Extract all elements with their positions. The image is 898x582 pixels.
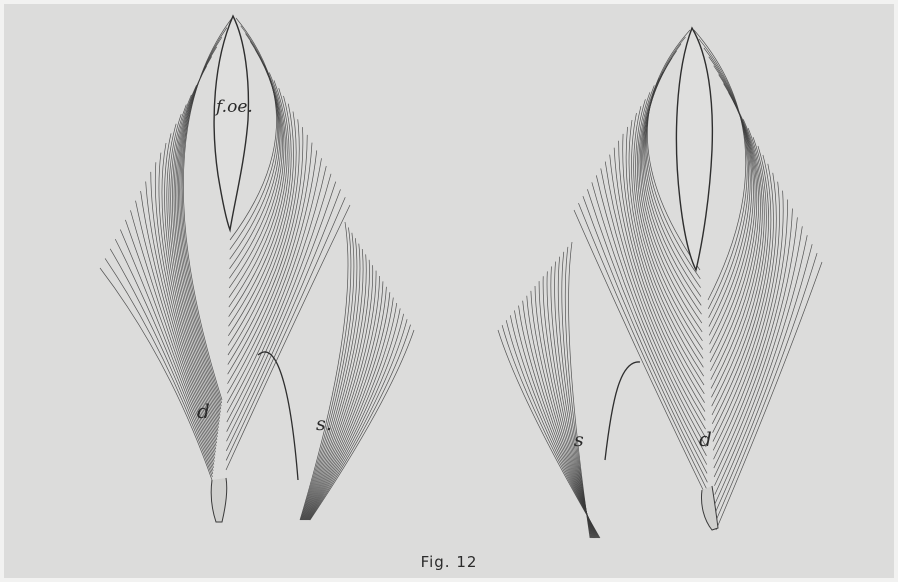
- left-dilator-fibers: [100, 18, 232, 480]
- right-muscle-drawing: [498, 28, 822, 538]
- muscle-fiber: [709, 66, 752, 336]
- muscle-fiber: [125, 220, 214, 465]
- right-left-fibers: [694, 30, 822, 530]
- label-foramen-oesophageum: f.oe.: [214, 97, 253, 117]
- left-oesophageal-opening: [214, 16, 248, 230]
- right-oesophageal-opening: [676, 28, 712, 270]
- left-sphincter-fibers: [300, 222, 414, 520]
- muscle-fiber: [710, 84, 755, 354]
- muscle-fiber: [105, 258, 212, 477]
- left-muscle-drawing: [100, 16, 414, 522]
- muscle-fiber: [713, 173, 776, 442]
- muscle-fiber: [712, 146, 769, 415]
- label-right-d: d: [699, 427, 712, 451]
- muscle-fiber: [574, 210, 708, 500]
- label-right-s: s: [574, 429, 584, 451]
- right-sphincter-fibers: [498, 242, 600, 538]
- right-arch-between-muscles: [605, 362, 640, 460]
- label-left-s: s.: [316, 413, 332, 435]
- muscle-fiber: [300, 222, 348, 520]
- label-left-d: d: [197, 399, 210, 423]
- muscle-fiber: [100, 268, 212, 480]
- muscle-fiber: [227, 182, 336, 442]
- muscle-fiber: [523, 301, 597, 538]
- muscle-fiber: [716, 253, 817, 521]
- muscle-fiber: [558, 257, 591, 538]
- muscle-fiber: [227, 158, 322, 412]
- muscle-fiber: [301, 233, 354, 520]
- muscle-fiber: [714, 208, 792, 476]
- figure-caption: Fig. 12: [0, 553, 898, 571]
- left-tendon: [211, 478, 227, 522]
